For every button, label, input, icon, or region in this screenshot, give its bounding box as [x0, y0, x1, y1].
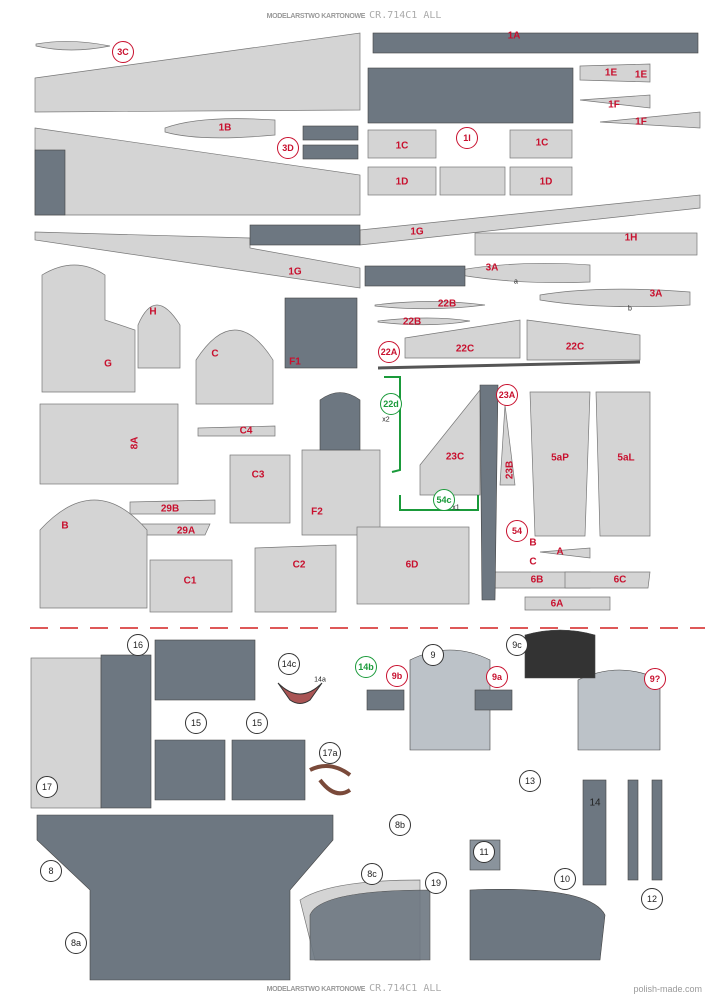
part-label: 9b: [386, 665, 408, 687]
part-label: 54c: [433, 489, 455, 511]
part-label: 9c: [506, 634, 528, 656]
part-label: 13: [519, 770, 541, 792]
part-label: 14: [589, 797, 601, 809]
part-label: A: [556, 546, 564, 558]
part-label: 15: [185, 712, 207, 734]
part-label: 1F: [608, 99, 620, 111]
part-label: 9a: [486, 666, 508, 688]
part-label: 22B: [437, 298, 457, 310]
part-label: B: [61, 520, 69, 532]
part-label: F1: [289, 356, 301, 368]
wing-upper-part: [34, 32, 361, 113]
part-label: 17: [36, 776, 58, 798]
part-label: x1: [452, 504, 460, 512]
part-label: 14a: [314, 676, 326, 684]
site-link[interactable]: polish-made.com: [633, 984, 702, 994]
part-label: B: [529, 537, 537, 549]
part-label: 22B: [402, 316, 422, 328]
model-title: CR.714C1 ALL: [369, 10, 442, 21]
part-label: C3: [251, 469, 265, 481]
part-label: 1E: [634, 69, 648, 81]
part-label: 8A: [129, 436, 141, 450]
part-label: 22A: [378, 341, 400, 363]
part-label: F2: [311, 506, 323, 518]
footer-model: CR.714C1 ALL: [369, 983, 442, 994]
part-label: 10: [554, 868, 576, 890]
part-label: 5aP: [551, 452, 569, 464]
footer-brand: MODELARSTWO KARTONOWE: [266, 986, 366, 993]
part-label: 1E: [604, 67, 618, 79]
part-label: G: [104, 358, 112, 370]
part-label: 6C: [613, 574, 627, 586]
part-label: 54: [506, 520, 528, 542]
part-label: C4: [239, 425, 253, 437]
part-label: 6A: [550, 598, 564, 610]
part-label: 22C: [565, 341, 585, 353]
part-label: 22C: [455, 343, 475, 355]
part-label: 8c: [361, 863, 383, 885]
part-label: b: [628, 305, 632, 313]
part-label: 9?: [644, 668, 666, 690]
part-label: 1I: [456, 127, 478, 149]
part-label: 6B: [530, 574, 544, 586]
brand-text: MODELARSTWO KARTONOWE: [266, 13, 366, 20]
part-label: 22d: [380, 393, 402, 415]
part-label: 1C: [535, 137, 549, 149]
part-label: 6D: [405, 559, 419, 571]
part-label: x2: [382, 416, 390, 424]
part-label: 3A: [485, 262, 499, 274]
part-label: a: [514, 278, 518, 286]
part-label: 3D: [277, 137, 299, 159]
part-label: C: [529, 556, 537, 568]
part-label: 1A: [507, 30, 521, 42]
part-label: C1: [183, 575, 197, 587]
part-label: 19: [425, 872, 447, 894]
wing-lower-part: [34, 127, 361, 216]
part-label: 1B: [218, 122, 232, 134]
part-label: 8b: [389, 814, 411, 836]
part-label: 23C: [445, 451, 465, 463]
part-label: 1C: [395, 140, 409, 152]
part-label: 3C: [112, 41, 134, 63]
part-label: 8: [40, 860, 62, 882]
part-label: C2: [292, 559, 306, 571]
part-label: 1H: [624, 232, 638, 244]
part-label: 14b: [355, 656, 377, 678]
part-label: 11: [473, 841, 495, 863]
part-label: 23B: [504, 460, 516, 480]
part-label: 14c: [278, 653, 300, 675]
part-label: 3A: [649, 288, 663, 300]
part-label: 8a: [65, 932, 87, 954]
part-label: H: [149, 306, 157, 318]
part-label: 9: [422, 644, 444, 666]
part-label: 1F: [635, 116, 647, 128]
part-label: 1D: [539, 176, 553, 188]
part-label: 5aL: [617, 452, 635, 464]
part-label: 15: [246, 712, 268, 734]
part-label: 12: [641, 888, 663, 910]
part-label: 29B: [160, 503, 180, 515]
part-label: C: [211, 348, 219, 360]
part-label: 29A: [176, 525, 196, 537]
part-label: 1D: [395, 176, 409, 188]
part-label: 1G: [288, 266, 302, 278]
part-label: 23A: [496, 384, 518, 406]
part-label: 16: [127, 634, 149, 656]
part-label: 1G: [410, 226, 424, 238]
part-label: 17a: [319, 742, 341, 764]
